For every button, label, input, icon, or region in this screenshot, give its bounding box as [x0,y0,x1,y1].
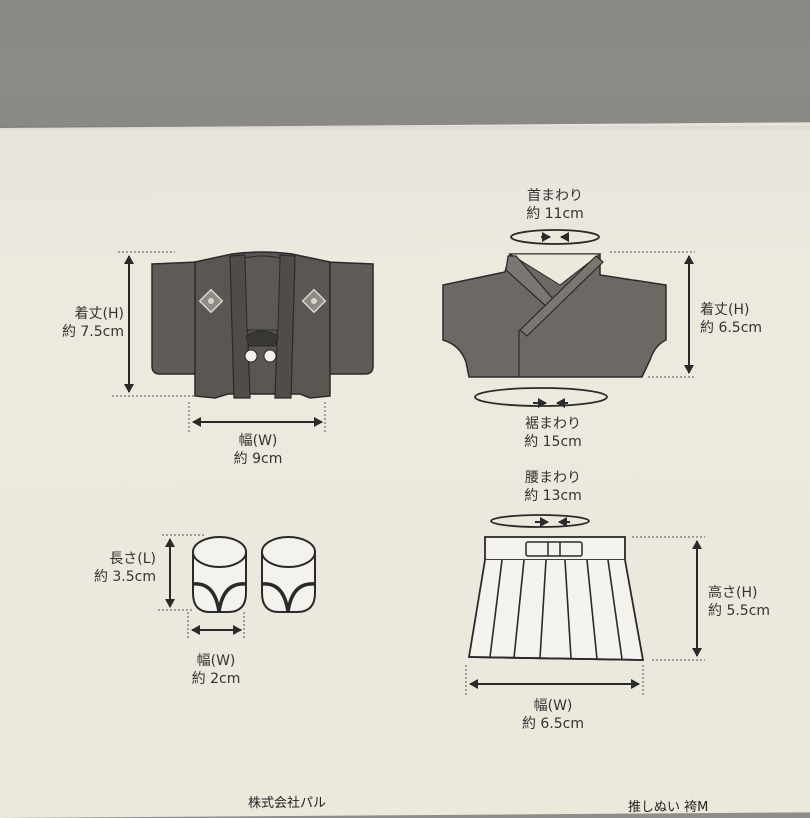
tabi-width-value: 約 2cm [191,671,241,687]
haori-width-label: 幅(W) 約 9cm [218,432,298,468]
paper-edge [0,126,810,132]
haori-height-name: 着丈(H) [74,306,124,322]
tabi-width-name: 幅(W) [196,653,236,669]
kimono-neck-value: 約 11cm [526,206,584,222]
kimono-top-illustration [442,253,667,378]
hakama-width-name: 幅(W) [533,698,573,714]
kimono-neck-name: 首まわり [527,188,583,204]
kimono-neck-label: 首まわり 約 11cm [510,187,600,223]
family-crest-right [301,288,327,314]
haori-width-name: 幅(W) [238,433,278,449]
kimono-height-label: 着丈(H) 約 6.5cm [700,301,790,337]
kimono-height-value: 約 6.5cm [700,320,763,336]
hakama-height-value: 約 5.5cm [708,603,771,619]
tabi-width-label: 幅(W) 約 2cm [176,652,256,688]
hakama-waist-label: 腰まわり 約 13cm [508,469,598,505]
haori-width-value: 約 9cm [233,451,283,467]
hakama-skirt-illustration [467,536,645,661]
hakama-height-name: 高さ(H) [708,585,758,601]
company-name: 株式会社パル [248,796,327,811]
hakama-waist-value: 約 13cm [524,488,582,504]
product-name: 推しぬい 袴M [628,800,709,815]
hakama-waist-name: 腰まわり [525,470,581,486]
tabi-length-label: 長さ(L) 約 3.5cm [76,550,156,586]
haori-jacket-illustration [151,251,374,399]
tabi-length-name: 長さ(L) [109,551,156,567]
tabi-socks-illustration [192,536,316,613]
hakama-width-label: 幅(W) 約 6.5cm [508,697,598,733]
kimono-height-name: 着丈(H) [700,302,750,318]
haori-height-value: 約 7.5cm [61,324,124,340]
kimono-hem-label: 裾まわり 約 15cm [508,415,598,451]
tabi-right [261,536,316,613]
haori-height-label: 着丈(H) 約 7.5cm [50,305,124,341]
tabi-left [192,536,247,613]
kimono-hem-value: 約 15cm [524,434,582,450]
kimono-hem-name: 裾まわり [525,416,581,432]
photo-backdrop [0,0,810,140]
tabi-length-value: 約 3.5cm [93,569,156,585]
family-crest-left [198,288,224,314]
hakama-width-value: 約 6.5cm [521,716,585,732]
hakama-height-label: 高さ(H) 約 5.5cm [708,584,798,620]
